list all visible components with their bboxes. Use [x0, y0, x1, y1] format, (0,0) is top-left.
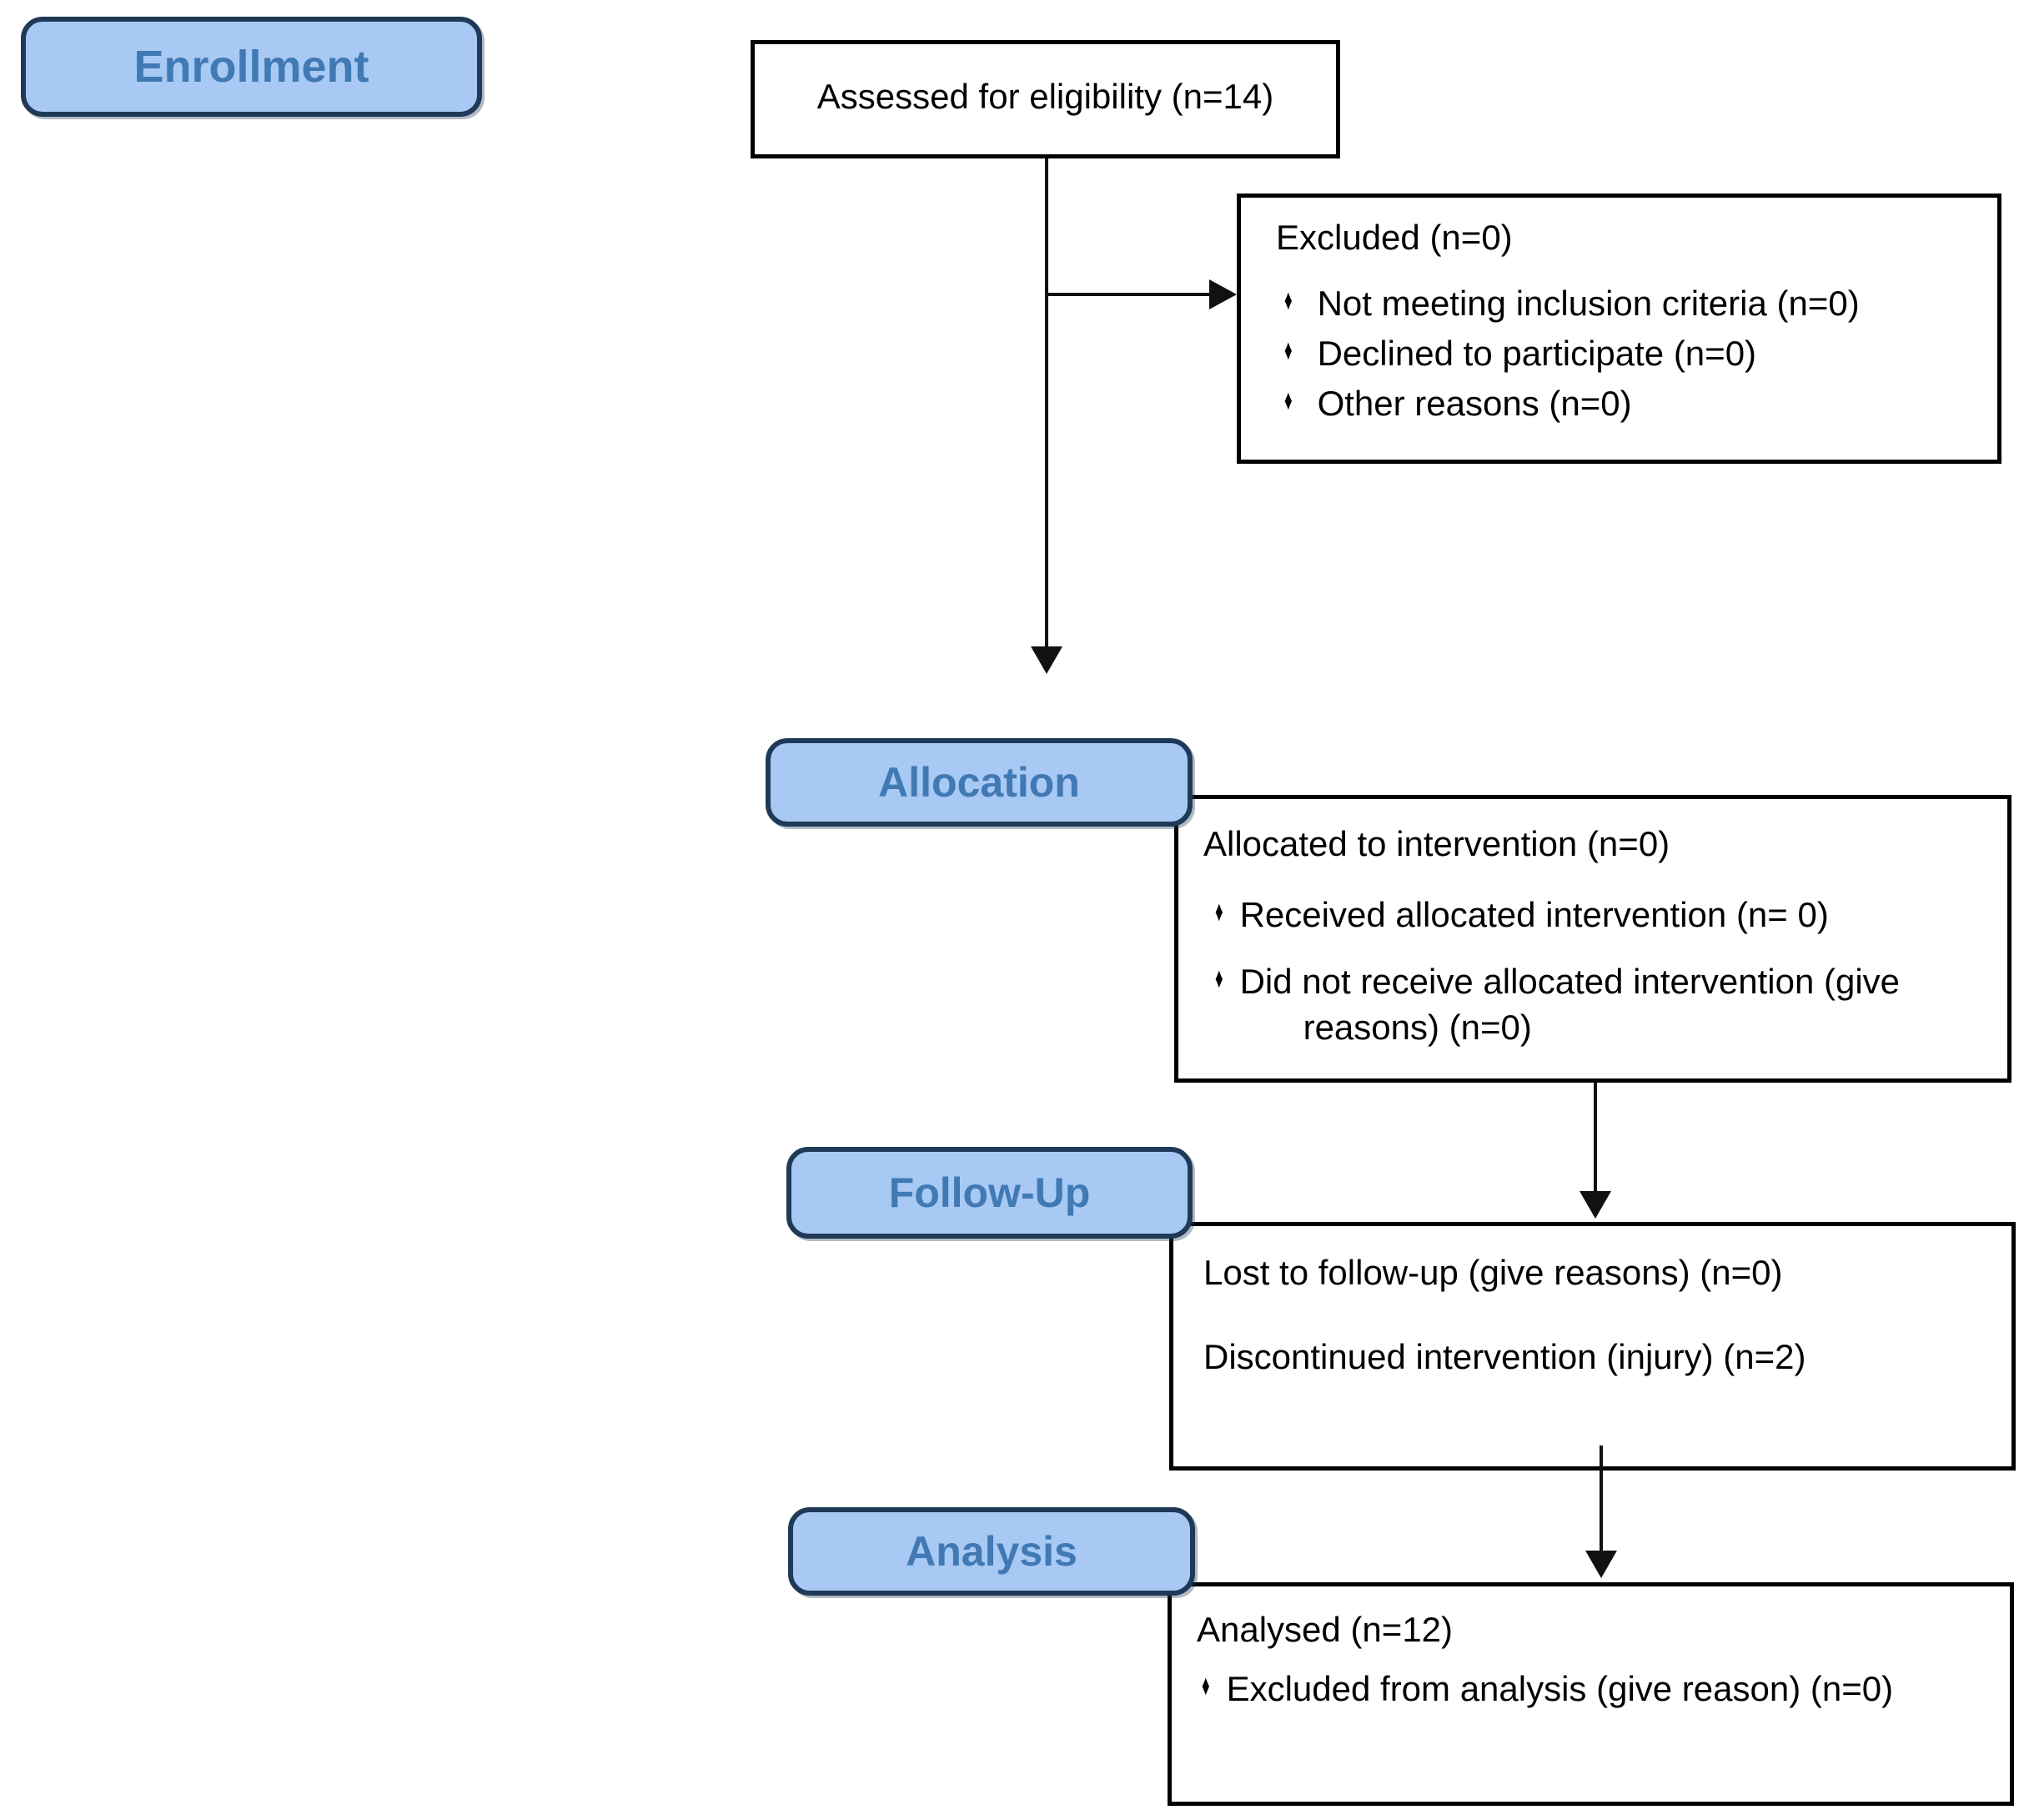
followup-line: Lost to follow-up (give reasons) (n=0)	[1203, 1253, 1783, 1292]
diamond-bullet-icon: ♦	[1283, 384, 1293, 416]
arrow-down-icon	[1580, 1191, 1611, 1219]
stage-label-enrollment: Enrollment	[133, 42, 369, 92]
stage-badge-followup: Follow-Up	[786, 1147, 1193, 1239]
allocation-bullet-text: Received allocated intervention (n= 0)	[1239, 895, 1829, 935]
assessed-eligibility-text: Assessed for eligibility (n=14)	[816, 77, 1274, 117]
analysis-bullet-text: Excluded from analysis (give reason) (n=…	[1226, 1669, 1894, 1709]
arrow-down-icon	[1031, 646, 1062, 674]
connector-allocation-to-followup	[1594, 1083, 1597, 1193]
excluded-bullet-text: Not meeting inclusion criteria (n=0)	[1317, 284, 1860, 324]
followup-box: Lost to follow-up (give reasons) (n=0) D…	[1169, 1222, 2016, 1471]
followup-line: Discontinued intervention (injury) (n=2)	[1203, 1337, 1806, 1377]
excluded-bullet-row: ♦ Other reasons (n=0)	[1276, 379, 1977, 429]
stage-label-followup: Follow-Up	[888, 1169, 1091, 1216]
assessed-eligibility-box: Assessed for eligibility (n=14)	[751, 40, 1340, 158]
analysis-bullet-row: ♦ Excluded from analysis (give reason) (…	[1197, 1666, 1990, 1712]
stage-badge-enrollment: Enrollment	[21, 17, 482, 117]
stage-label-analysis: Analysis	[906, 1528, 1077, 1575]
diamond-bullet-icon: ♦	[1201, 1670, 1210, 1702]
connector-assessed-to-allocation	[1045, 158, 1048, 649]
diamond-bullet-icon: ♦	[1214, 896, 1223, 928]
arrow-right-icon	[1209, 279, 1237, 309]
allocation-title: Allocated to intervention (n=0)	[1203, 824, 1670, 863]
allocation-bullet-row: ♦ Did not receive allocated intervention…	[1203, 958, 1986, 1051]
diamond-bullet-icon: ♦	[1283, 284, 1293, 317]
excluded-title: Excluded (n=0)	[1276, 218, 1513, 257]
analysis-box: Analysed (n=12) ♦ Excluded from analysis…	[1168, 1582, 2014, 1806]
connector-followup-to-analysis	[1600, 1445, 1603, 1551]
excluded-bullet-row: ♦ Not meeting inclusion criteria (n=0)	[1276, 279, 1977, 329]
excluded-box: Excluded (n=0) ♦ Not meeting inclusion c…	[1237, 194, 2001, 464]
stage-badge-analysis: Analysis	[788, 1507, 1195, 1596]
diamond-bullet-icon: ♦	[1283, 334, 1293, 367]
allocation-box: Allocated to intervention (n=0) ♦ Receiv…	[1174, 795, 2011, 1083]
analysis-title: Analysed (n=12)	[1197, 1610, 1454, 1649]
connector-assessed-to-excluded	[1047, 293, 1210, 296]
excluded-bullet-text: Declined to participate (n=0)	[1317, 334, 1757, 374]
stage-label-allocation: Allocation	[878, 759, 1080, 806]
excluded-bullet-text: Other reasons (n=0)	[1317, 383, 1632, 423]
arrow-down-icon	[1585, 1551, 1617, 1578]
excluded-bullet-row: ♦ Declined to participate (n=0)	[1276, 329, 1977, 379]
allocation-bullet-text: Did not receive allocated intervention (…	[1239, 961, 1901, 1048]
stage-badge-allocation: Allocation	[766, 738, 1193, 827]
diamond-bullet-icon: ♦	[1214, 962, 1223, 994]
allocation-bullet-row: ♦ Received allocated intervention (n= 0)	[1203, 892, 1986, 938]
